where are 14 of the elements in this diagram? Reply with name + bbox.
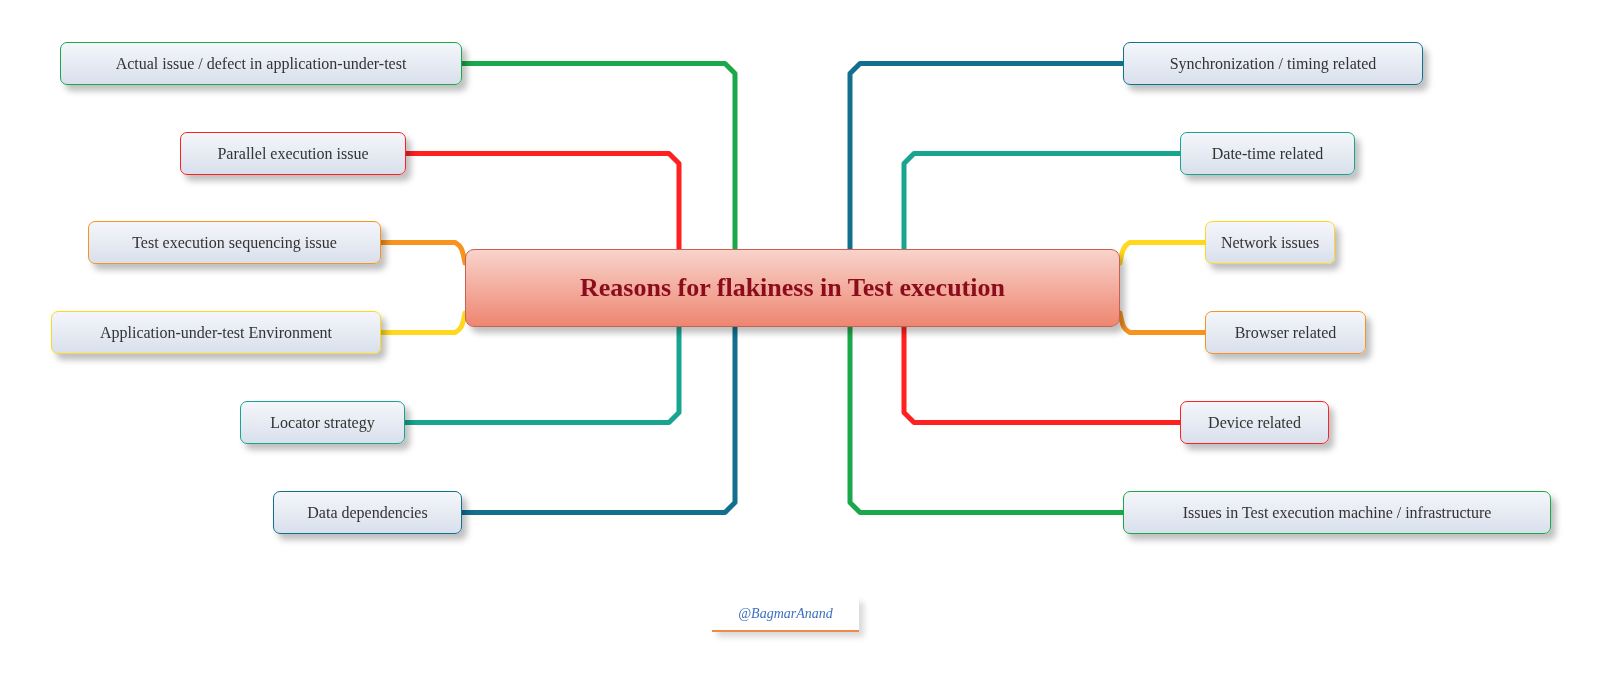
author-handle: @BagmarAnand	[712, 597, 859, 632]
topic-box: Issues in Test execution machine / infrastructure	[1123, 491, 1551, 534]
topic-box: Locator strategy	[240, 401, 405, 444]
central-topic-box: Reasons for flakiness in Test execution	[465, 249, 1120, 327]
topic-box: Device related	[1180, 401, 1329, 444]
topic-box: Date-time related	[1180, 132, 1355, 175]
topic-box: Synchronization / timing related	[1123, 42, 1423, 85]
topic-box: Network issues	[1205, 221, 1335, 264]
topic-box: Parallel execution issue	[180, 132, 406, 175]
topic-box: Test execution sequencing issue	[88, 221, 381, 264]
topic-box: Data dependencies	[273, 491, 462, 534]
topic-box: Browser related	[1205, 311, 1366, 354]
topic-box: Actual issue / defect in application-under-test	[60, 42, 462, 85]
topic-box: Application-under-test Environment	[51, 311, 381, 354]
